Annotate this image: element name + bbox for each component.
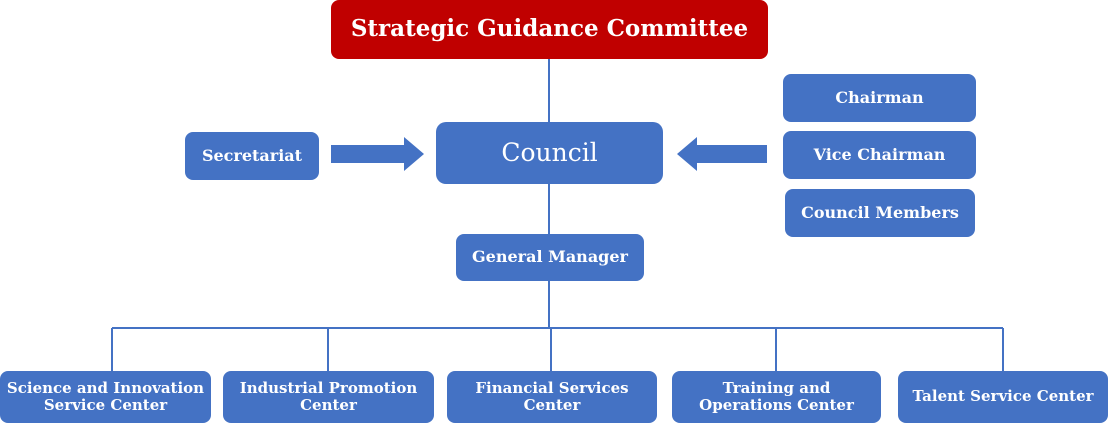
- strategic-guidance-committee-label: Strategic Guidance Committee: [350, 15, 749, 43]
- council-members-box[interactable]: Council Members: [785, 189, 975, 237]
- industrial-promotion-center-label: Industrial Promotion Center: [239, 378, 418, 414]
- council-members-label: Council Members: [801, 202, 959, 222]
- training-operations-center-label: Training and Operations Center: [699, 378, 854, 414]
- science-innovation-center-box[interactable]: Science and Innovation Service Center: [0, 371, 211, 423]
- science-innovation-center-label: Science and Innovation Service Center: [6, 378, 205, 414]
- council-label: Council: [501, 137, 598, 167]
- strategic-guidance-committee-box[interactable]: Strategic Guidance Committee: [331, 0, 768, 59]
- financial-services-center-label: Financial Services Center: [475, 378, 629, 414]
- industrial-promotion-center-box[interactable]: Industrial Promotion Center: [223, 371, 434, 423]
- general-manager-label: General Manager: [472, 247, 628, 267]
- council-box[interactable]: Council: [436, 122, 663, 184]
- financial-services-center-box[interactable]: Financial Services Center: [447, 371, 657, 423]
- secretariat-label: Secretariat: [201, 145, 303, 165]
- training-operations-center-box[interactable]: Training and Operations Center: [672, 371, 881, 423]
- talent-service-center-label: Talent Service Center: [912, 387, 1094, 406]
- talent-service-center-box[interactable]: Talent Service Center: [898, 371, 1108, 423]
- vice-chairman-label: Vice Chairman: [813, 144, 946, 164]
- vice-chairman-box[interactable]: Vice Chairman: [783, 131, 976, 179]
- chairman-label: Chairman: [835, 87, 924, 107]
- left-arrow-icon: [677, 137, 767, 171]
- secretariat-box[interactable]: Secretariat: [185, 132, 319, 180]
- right-arrow-icon: [331, 137, 424, 171]
- general-manager-box[interactable]: General Manager: [456, 234, 644, 281]
- chairman-box[interactable]: Chairman: [783, 74, 976, 122]
